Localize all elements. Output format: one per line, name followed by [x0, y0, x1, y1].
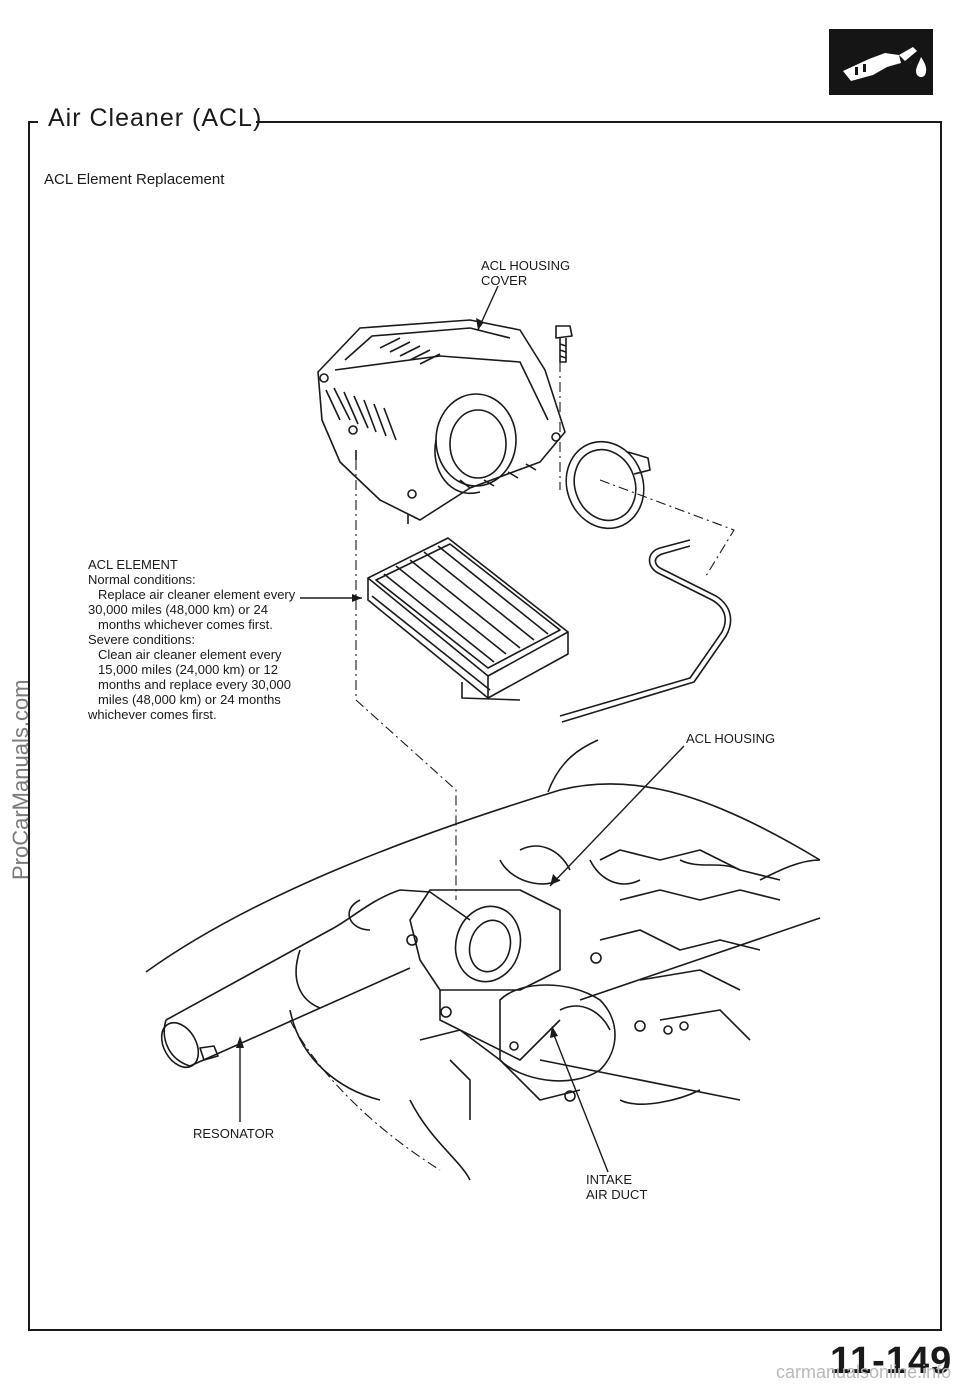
side-watermark: ProCarManuals.com: [8, 679, 33, 880]
breather-tube-drawing: [559, 539, 732, 723]
corner-watermark: carmanualsonline.info: [776, 1362, 952, 1382]
hose-clamp-drawing: [565, 440, 651, 530]
label-intake-air-duct: INTAKE AIR DUCT: [586, 1172, 648, 1202]
severe-conditions-line-4: miles (48,000 km) or 24 months: [98, 692, 281, 707]
acl-element-note: ACL ELEMENT Normal conditions: Replace a…: [88, 557, 320, 722]
label-resonator: RESONATOR: [193, 1126, 275, 1141]
acl-element-drawing: [367, 537, 569, 701]
normal-conditions-heading: Normal conditions:: [88, 572, 196, 587]
section-subtitle: ACL Element Replacement: [44, 171, 225, 188]
frame-top-rule-left: [28, 121, 38, 123]
acl-housing-cover-drawing: [317, 319, 566, 524]
normal-conditions-line-2: 30,000 miles (48,000 km) or 24: [88, 602, 268, 617]
normal-conditions-line-3: months whichever comes first.: [98, 617, 273, 632]
frame-top-rule-right: [256, 121, 940, 123]
severe-conditions-line-3: months and replace every 30,000: [98, 677, 291, 692]
acl-element-title: ACL ELEMENT: [88, 557, 178, 572]
label-acl-housing-cover: ACL HOUSING COVER: [481, 258, 571, 288]
normal-conditions-line-1: Replace air cleaner element every: [98, 587, 296, 602]
page-number: 11-149: [830, 1340, 953, 1382]
section-title: Air Cleaner (ACL): [48, 104, 263, 132]
housing-bolt-drawing: [555, 325, 573, 363]
assembly-guide-lines: [289, 362, 735, 1171]
callout-leaders: [239, 285, 685, 1173]
severe-conditions-line-2: 15,000 miles (24,000 km) or 12: [98, 662, 278, 677]
label-acl-housing: ACL HOUSING: [686, 731, 776, 746]
severe-conditions-heading: Severe conditions:: [88, 632, 195, 647]
fuel-nozzle-icon: [829, 29, 933, 95]
severe-conditions-line-5: whichever comes first.: [88, 707, 217, 722]
page-frame: [28, 121, 942, 1331]
engine-bay-drawing: [145, 739, 821, 1181]
severe-conditions-line-1: Clean air cleaner element every: [98, 647, 282, 662]
